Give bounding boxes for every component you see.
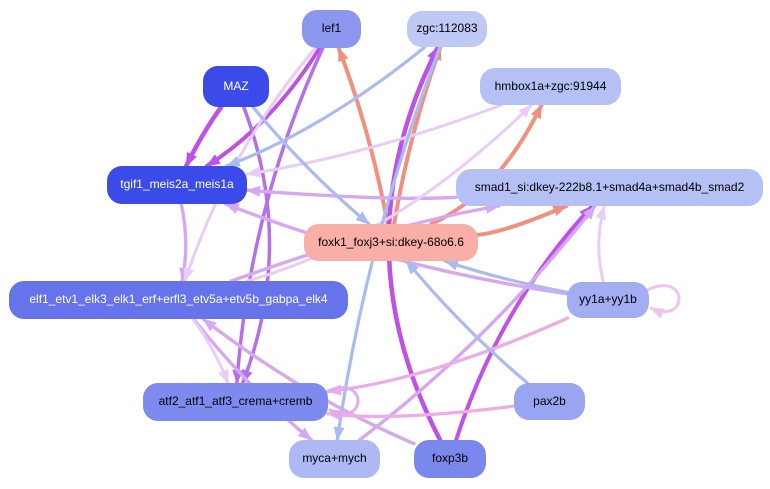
edge-yy1a-smad1 bbox=[595, 204, 607, 284]
node-foxk1[interactable]: foxk1_foxj3+si:dkey-68o6.6 bbox=[304, 224, 478, 261]
edge-tgif1-elf1 bbox=[179, 202, 191, 283]
node-smad1[interactable]: smad1_si:dkey-222b8.1+smad4a+smad4b_smad… bbox=[456, 169, 763, 206]
edge-pax2b-atf2 bbox=[326, 404, 516, 421]
edge-foxk1-smad1 bbox=[476, 204, 569, 237]
edge-yy1a-atf2 bbox=[326, 316, 570, 396]
node-foxp3b[interactable]: foxp3b bbox=[414, 440, 486, 478]
edge-pax2b-foxk1 bbox=[404, 259, 530, 385]
edge-lef1-atf2 bbox=[232, 46, 325, 385]
node-lef1[interactable]: lef1 bbox=[302, 10, 361, 48]
node-elf1[interactable]: elf1_etv1_elk3_elk1_erf+erfl3_etv5a+etv5… bbox=[9, 281, 348, 319]
edge-MAZ-foxk1 bbox=[251, 105, 371, 226]
edge-lef1-tgif1 bbox=[204, 46, 322, 168]
edge-elf1-atf2 bbox=[191, 317, 230, 385]
node-zgc112083[interactable]: zgc:112083 bbox=[407, 11, 487, 47]
node-atf2[interactable]: atf2_atf1_atf3_crema+cremb bbox=[143, 383, 328, 421]
node-maz[interactable]: MAZ bbox=[203, 66, 269, 107]
edge-smad1-tgif1 bbox=[245, 185, 458, 201]
edge-myca-smad1 bbox=[357, 204, 597, 442]
node-tgif1[interactable]: tgif1_meis2a_meis1a bbox=[107, 166, 247, 204]
node-pax2b[interactable]: pax2b bbox=[514, 383, 585, 420]
edge-yy1a-foxk1 bbox=[443, 259, 569, 294]
edge-elf1-hmbox1a bbox=[245, 103, 533, 283]
node-hmbox1a[interactable]: hmbox1a+zgc:91944 bbox=[480, 68, 621, 105]
node-yy1a[interactable]: yy1a+yy1b bbox=[567, 282, 649, 318]
edge-atf2-atf2 bbox=[324, 386, 360, 421]
edge-foxp3b-smad1 bbox=[454, 204, 595, 442]
edge-yy1a-yy1a bbox=[645, 284, 681, 319]
edge-zgc112083-tgif1 bbox=[225, 45, 427, 168]
edge-hmbox1a-tgif1 bbox=[245, 103, 504, 178]
node-myca[interactable]: myca+mych bbox=[289, 440, 380, 478]
edge-MAZ-atf2 bbox=[241, 105, 272, 385]
edge-foxk1-lef1 bbox=[336, 46, 390, 226]
edge-MAZ-tgif1 bbox=[183, 104, 224, 169]
